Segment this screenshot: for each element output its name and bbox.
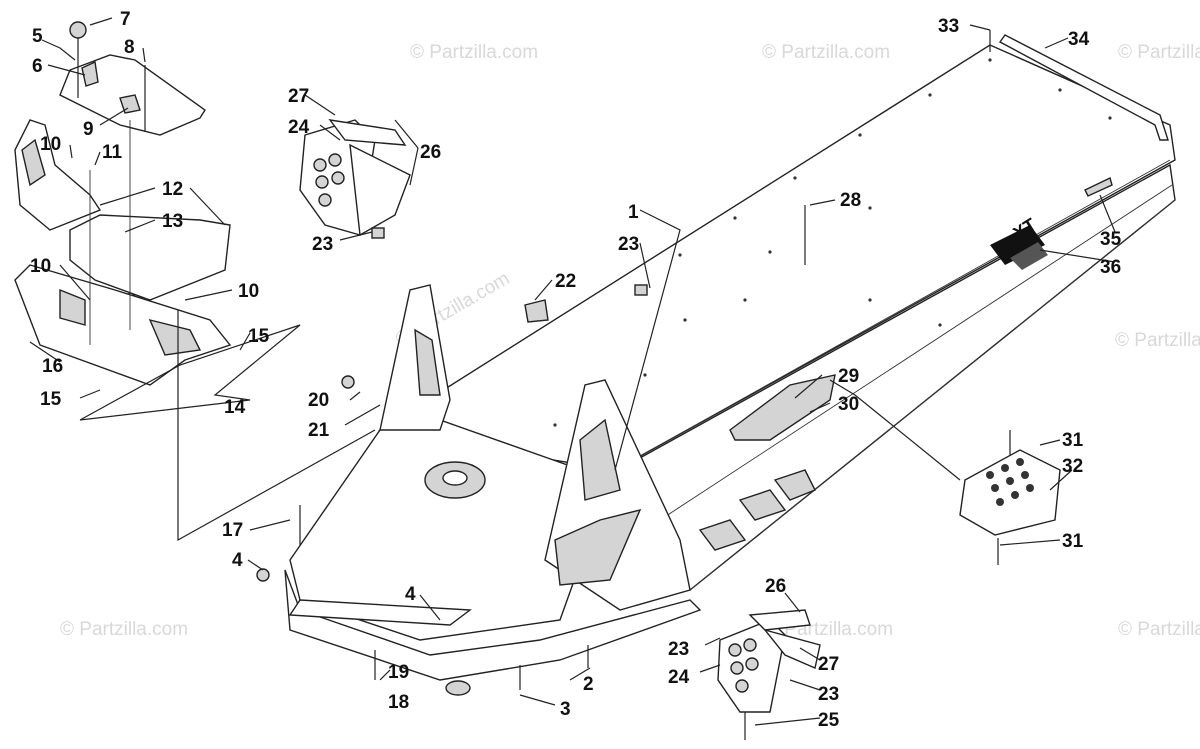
- part-label-2: 2: [583, 674, 594, 695]
- upper-footrest-bracket: [299, 119, 411, 239]
- part-label-11: 11: [102, 142, 123, 163]
- part-label-13: 13: [162, 211, 183, 232]
- watermark: © Partzilla.com: [1115, 330, 1200, 351]
- part-label-17: 17: [222, 520, 243, 541]
- nut-23: [634, 284, 648, 296]
- part-label-35: 35: [1100, 229, 1122, 250]
- part-label-25: 25: [818, 710, 840, 731]
- part-label-1: 1: [628, 202, 639, 223]
- part-label-3: 3: [560, 699, 571, 720]
- part-label-22: 22: [555, 271, 576, 292]
- watermark: © Partzilla.com: [762, 42, 890, 63]
- part-label-27: 27: [818, 654, 839, 675]
- watermark: © Partzilla.com: [1118, 619, 1200, 640]
- part-label-16: 16: [42, 356, 63, 377]
- part-label-18: 18: [388, 692, 409, 713]
- part-label-8: 8: [124, 37, 135, 58]
- part-label-32: 32: [1062, 456, 1083, 477]
- part-label-21: 21: [308, 420, 330, 441]
- footrest-plate-32: [959, 430, 1061, 565]
- part-label-15: 15: [40, 389, 62, 410]
- part-label-9: 9: [83, 119, 94, 140]
- decal-35: [1084, 177, 1113, 197]
- part-label-4: 4: [405, 584, 416, 605]
- part-label-31: 31: [1062, 430, 1084, 451]
- decal-stripes: [990, 225, 1048, 270]
- part-label-23: 23: [668, 639, 689, 660]
- watermark: © Partzilla.com: [1118, 42, 1200, 63]
- part-label-7: 7: [120, 9, 131, 30]
- lower-footrest-bracket: [717, 609, 821, 740]
- part-label-24: 24: [288, 117, 310, 138]
- plug-7: [69, 21, 87, 39]
- part-label-4: 4: [232, 550, 243, 571]
- part-label-14: 14: [224, 397, 246, 418]
- part-label-36: 36: [1100, 257, 1121, 278]
- part-label-20: 20: [308, 390, 329, 411]
- watermark: © Partzilla.com: [410, 42, 538, 63]
- rear-bumper-bracket: [998, 34, 1169, 141]
- part-label-6: 6: [32, 56, 43, 77]
- part-label-23: 23: [312, 234, 333, 255]
- part-label-15: 15: [248, 326, 270, 347]
- clip-22: [524, 299, 549, 323]
- front-footrest-plate: [288, 599, 472, 626]
- slide-rail-cutout: [729, 374, 836, 441]
- part-label-10: 10: [238, 281, 259, 302]
- part-label-12: 12: [162, 179, 183, 200]
- part-label-30: 30: [838, 394, 859, 415]
- part-label-27: 27: [288, 86, 309, 107]
- part-label-26: 26: [420, 142, 441, 163]
- part-label-33: 33: [938, 16, 959, 37]
- part-label-29: 29: [838, 366, 859, 387]
- part-label-23: 23: [818, 684, 839, 705]
- part-label-34: 34: [1068, 29, 1090, 50]
- tunnel-assembly: XT: [284, 34, 1176, 681]
- nut-4: [256, 568, 270, 582]
- nut-20: [341, 375, 355, 389]
- part-label-19: 19: [388, 662, 409, 683]
- tunnel-holes: [553, 58, 1112, 427]
- part-label-23: 23: [618, 234, 639, 255]
- part-label-10: 10: [40, 134, 61, 155]
- leader-lines: [29, 17, 1116, 726]
- part-label-28: 28: [840, 190, 861, 211]
- part-label-26: 26: [765, 576, 786, 597]
- part-label-31: 31: [1062, 531, 1084, 552]
- part-label-5: 5: [32, 26, 43, 47]
- part-label-24: 24: [668, 667, 690, 688]
- nut-23: [371, 227, 385, 239]
- lower-side-skid: [284, 569, 702, 681]
- hardware: [256, 30, 991, 696]
- watermark: © Partzilla.com: [60, 619, 188, 640]
- part-labels: 2 3 4 4 5 6 7 8 9 10 10 10 11 12 13 14 1…: [30, 9, 1122, 731]
- part-label-10: 10: [30, 256, 51, 277]
- grommet-19: [445, 680, 471, 696]
- front-bracket-assembly: [14, 119, 232, 386]
- heat-shield-assembly: [59, 21, 206, 136]
